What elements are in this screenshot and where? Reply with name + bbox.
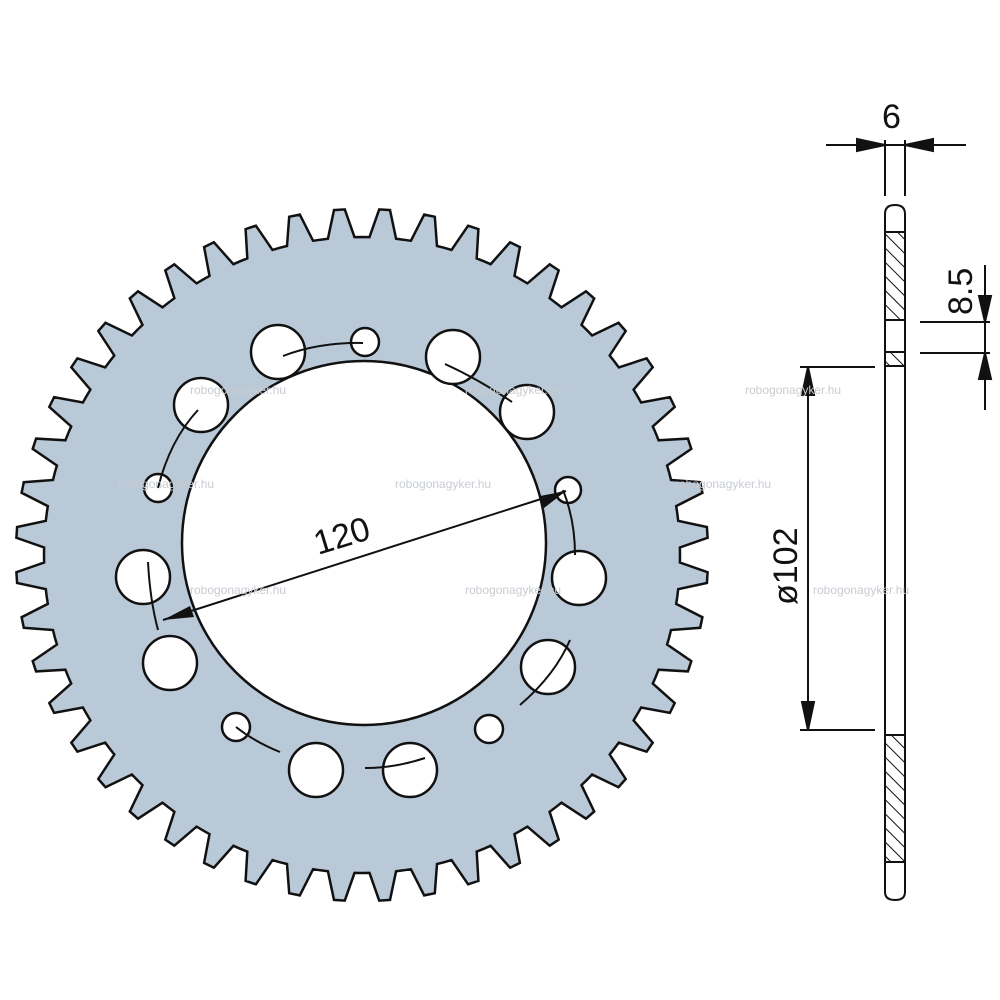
mounting-hole [114,548,172,606]
watermark: robogonagyker.hu [465,383,561,397]
side-view [800,137,993,902]
mounting-hole [473,713,505,745]
hole-center-arc [157,409,199,489]
watermark: robogonagyker.hu [395,477,491,491]
mounting-hole [553,475,583,505]
mounting-hole [424,328,482,386]
hole-center-arc [147,561,159,631]
bolt-circle-dimension: 120 [162,490,567,621]
mounting-hole [381,741,439,799]
hole-center-arc [364,757,426,769]
watermarks: robogonagyker.hu robogonagyker.hu robogo… [118,383,909,597]
mounting-hole [550,549,608,607]
mounting-hole [519,638,577,696]
hole-center-arc [282,341,364,357]
mounting-hole [287,741,345,799]
watermark: robogonagyker.hu [813,583,909,597]
mounting-hole [498,383,556,441]
center-bore [180,359,548,727]
mounting-hole [249,323,307,381]
hole-center-arc [444,363,513,403]
mounting-hole [349,326,381,358]
watermark: robogonagyker.hu [745,383,841,397]
tooth-thickness-label: 8.5 [942,268,980,315]
hole-center-arcs [147,341,576,769]
hole-center-arc [519,639,571,706]
mounting-hole [172,376,230,434]
watermark: robogonagyker.hu [465,583,561,597]
mounting-hole [141,634,199,692]
watermark: robogonagyker.hu [118,477,214,491]
mounting-holes [114,323,608,799]
watermark: robogonagyker.hu [675,477,771,491]
watermark: robogonagyker.hu [190,583,286,597]
bore-diameter-label: ø102 [767,528,805,606]
hole-center-arc [562,489,576,556]
watermark: robogonagyker.hu [190,383,286,397]
thickness-label: 6 [882,98,901,136]
hole-center-arc [235,726,281,753]
